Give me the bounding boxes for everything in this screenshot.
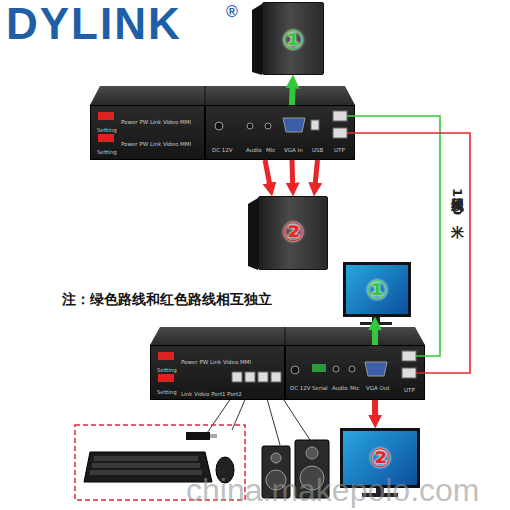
port-label: Setting (97, 150, 117, 156)
signal-arrow (290, 160, 296, 184)
callout-number: ① (263, 27, 323, 53)
network-cable (355, 116, 440, 356)
usb-dongle (186, 432, 210, 440)
signal-arrow (289, 87, 296, 105)
key-row (90, 470, 202, 475)
port-label: Audio (246, 148, 262, 154)
port-label: UTP (334, 148, 345, 154)
signal-arrow (265, 160, 270, 184)
device-top (90, 86, 355, 105)
device-divider (205, 86, 206, 105)
receiver-unit: SettingPower PW Link Video MMISettingLin… (150, 345, 285, 400)
usb-plug (210, 434, 217, 438)
port-label: USB (312, 148, 323, 154)
keyboard-keys (90, 456, 202, 475)
signal-arrow (372, 400, 378, 416)
signal-arrow (315, 160, 317, 184)
watermark: china.makepolo.com (186, 474, 479, 506)
port-label: VGA In (284, 148, 303, 154)
network-cable (355, 133, 470, 373)
port-label: UTP (404, 388, 415, 394)
port-label: Mic (350, 386, 359, 392)
port-label: Serial (312, 386, 328, 392)
key-row (94, 456, 198, 461)
port-label: Link Video Port1 Port2 (181, 392, 242, 398)
transmitter-unit: SettingPower PW Link Video MMISettingPow… (90, 105, 205, 160)
monitor-box: ① (343, 262, 411, 317)
pc-side (252, 4, 262, 75)
port-label: DC 12V (290, 386, 311, 392)
port-label: Audio (332, 386, 348, 392)
monitor-base (360, 322, 392, 325)
callout-number: ① (346, 277, 408, 303)
port-label: Setting (157, 368, 177, 374)
computer-box: ② (258, 196, 328, 270)
device-top (150, 327, 425, 345)
port-label: Power PW Link Video MMI (121, 142, 191, 148)
speaker-cone (306, 447, 318, 459)
device-divider (285, 327, 286, 345)
signal-arrow (372, 329, 378, 345)
port-label: Power PW Link Video MMI (121, 120, 191, 126)
port-label: Power PW Link Video MMI (181, 360, 251, 366)
speaker-cone (271, 453, 281, 463)
receiver-ports: DC 12VSerial AudioMic VGA Out UTP (285, 345, 425, 400)
note-text: 注：绿色路线和红色路线相互独立 (62, 292, 272, 306)
port-label: Mic (266, 148, 275, 154)
port-label: VGA Out (366, 386, 390, 392)
pc-side (248, 198, 258, 270)
callout-number: ② (259, 219, 327, 245)
key-row (92, 463, 200, 468)
port-label: Setting (157, 390, 177, 396)
port-label: DC 12V (212, 148, 233, 154)
cable-length-label: 网线150米 (448, 188, 466, 215)
callout-number: ② (343, 445, 417, 471)
port-label: Setting (97, 128, 117, 134)
computer-box: ① (262, 2, 324, 75)
trademark-mark: ® (226, 4, 238, 20)
brand-logo: DYLINK (6, 2, 182, 46)
transmitter-ports: DC 12V Audio Mic VGA In USB UTP (205, 105, 355, 160)
